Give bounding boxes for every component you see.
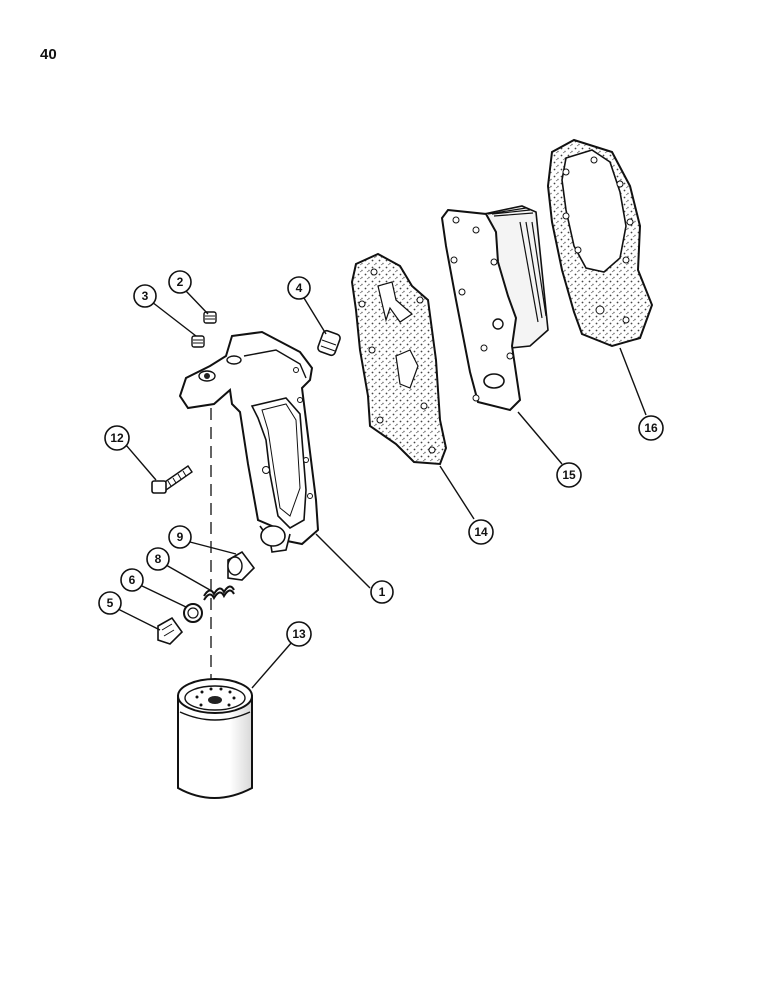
plug-part-3 — [191, 335, 205, 348]
callout-4: 4 — [287, 276, 311, 300]
fitting-part-4 — [317, 329, 341, 357]
gasket-part-14 — [350, 252, 448, 466]
page-number: 40 — [40, 46, 57, 63]
callout-13: 13 — [286, 621, 312, 647]
filter-head-part-1 — [178, 330, 320, 553]
callout-label: 2 — [177, 275, 184, 289]
callout-label: 12 — [110, 431, 124, 445]
callout-label: 5 — [107, 596, 114, 610]
bolt-part-12 — [151, 465, 193, 494]
callout-1: 1 — [370, 580, 394, 604]
callout-3: 3 — [133, 284, 157, 308]
callout-9: 9 — [168, 525, 192, 549]
callout-16: 16 — [638, 415, 664, 441]
callout-label: 14 — [474, 525, 488, 539]
callout-14: 14 — [468, 519, 494, 545]
callout-12: 12 — [104, 425, 130, 451]
washer-part-6 — [183, 603, 203, 623]
callout-6: 6 — [120, 568, 144, 592]
callout-15: 15 — [556, 462, 582, 488]
plug-part-5 — [157, 616, 184, 645]
callout-8: 8 — [146, 547, 170, 571]
callout-label: 8 — [155, 552, 162, 566]
plug-part-2 — [203, 311, 217, 324]
callout-label: 1 — [379, 585, 386, 599]
callout-label: 13 — [292, 627, 306, 641]
callout-label: 4 — [296, 281, 303, 295]
callout-5: 5 — [98, 591, 122, 615]
oil-cooler-part-15 — [440, 205, 549, 412]
callout-2: 2 — [168, 270, 192, 294]
callout-label: 15 — [562, 468, 576, 482]
oil-filter-part-13 — [177, 678, 253, 799]
callout-label: 6 — [129, 573, 136, 587]
valve-part-9 — [227, 550, 256, 581]
callout-label: 9 — [177, 530, 184, 544]
callout-label: 16 — [644, 421, 658, 435]
gasket-part-16 — [546, 138, 654, 348]
callout-label: 3 — [142, 289, 149, 303]
leader-lines — [117, 290, 647, 689]
